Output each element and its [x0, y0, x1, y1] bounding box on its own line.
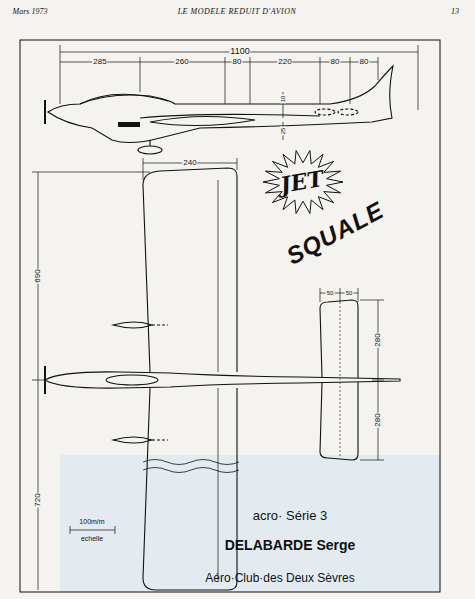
dimension: 220 [277, 58, 292, 66]
tint-band [60, 455, 440, 592]
logo-jet: JET [279, 167, 326, 197]
aileron-line [218, 388, 219, 580]
dimension: 50 [326, 290, 335, 296]
dimension: 280 [374, 412, 382, 427]
pod-hidden [152, 439, 168, 440]
propeller [44, 100, 46, 124]
dimension: 280 [374, 332, 382, 347]
series-text: acro· Série 3 [253, 509, 327, 523]
dimension: 80 [232, 58, 243, 66]
dimension: 285 [92, 58, 107, 66]
dimension: 50 [345, 290, 354, 296]
starburst [263, 151, 343, 214]
dimension: 25 [280, 127, 286, 136]
aileron-line [218, 180, 219, 372]
top-fuselage [45, 372, 400, 388]
strut [149, 140, 150, 146]
dimension-lines [32, 45, 418, 590]
stab-section [338, 109, 358, 115]
side-fuselage [48, 66, 393, 143]
pod [113, 322, 152, 328]
cockpit [106, 375, 158, 385]
dimension: 80 [359, 58, 370, 66]
dimension: 10 [280, 95, 286, 104]
stab-lower [320, 382, 358, 460]
propeller [44, 366, 46, 394]
frame [20, 40, 440, 592]
header-date: Mars 1973 [13, 8, 48, 16]
side-pod [150, 116, 255, 125]
page-number: 13 [451, 8, 459, 16]
hinge-line [340, 302, 341, 458]
scale-label: echelle [81, 535, 103, 542]
dimension: 80 [330, 58, 341, 66]
dimension: 240 [182, 159, 197, 167]
wing-lower [143, 388, 237, 590]
pod [113, 437, 152, 443]
stab-section [315, 109, 335, 115]
dimension: 260 [174, 58, 189, 66]
side-canopy [80, 94, 168, 104]
club-name: Aéro·Club·des Deux Sèvres [205, 572, 354, 585]
side-stripe [118, 122, 140, 127]
scale-value: 100m/m [79, 518, 104, 525]
stab-upper [320, 300, 358, 378]
author-name: DELABARDE Serge [225, 538, 356, 553]
dimension: 690 [34, 268, 42, 283]
dimension: 720 [34, 492, 42, 507]
wing-upper [143, 168, 237, 372]
dimension: 1100 [229, 47, 250, 56]
break-line [143, 460, 239, 473]
wheel [138, 146, 162, 154]
header-title: LE MODELE REDUIT D'AVION [178, 8, 297, 16]
pod-hidden [152, 324, 168, 325]
logo-squale: SQUALE [282, 197, 387, 269]
